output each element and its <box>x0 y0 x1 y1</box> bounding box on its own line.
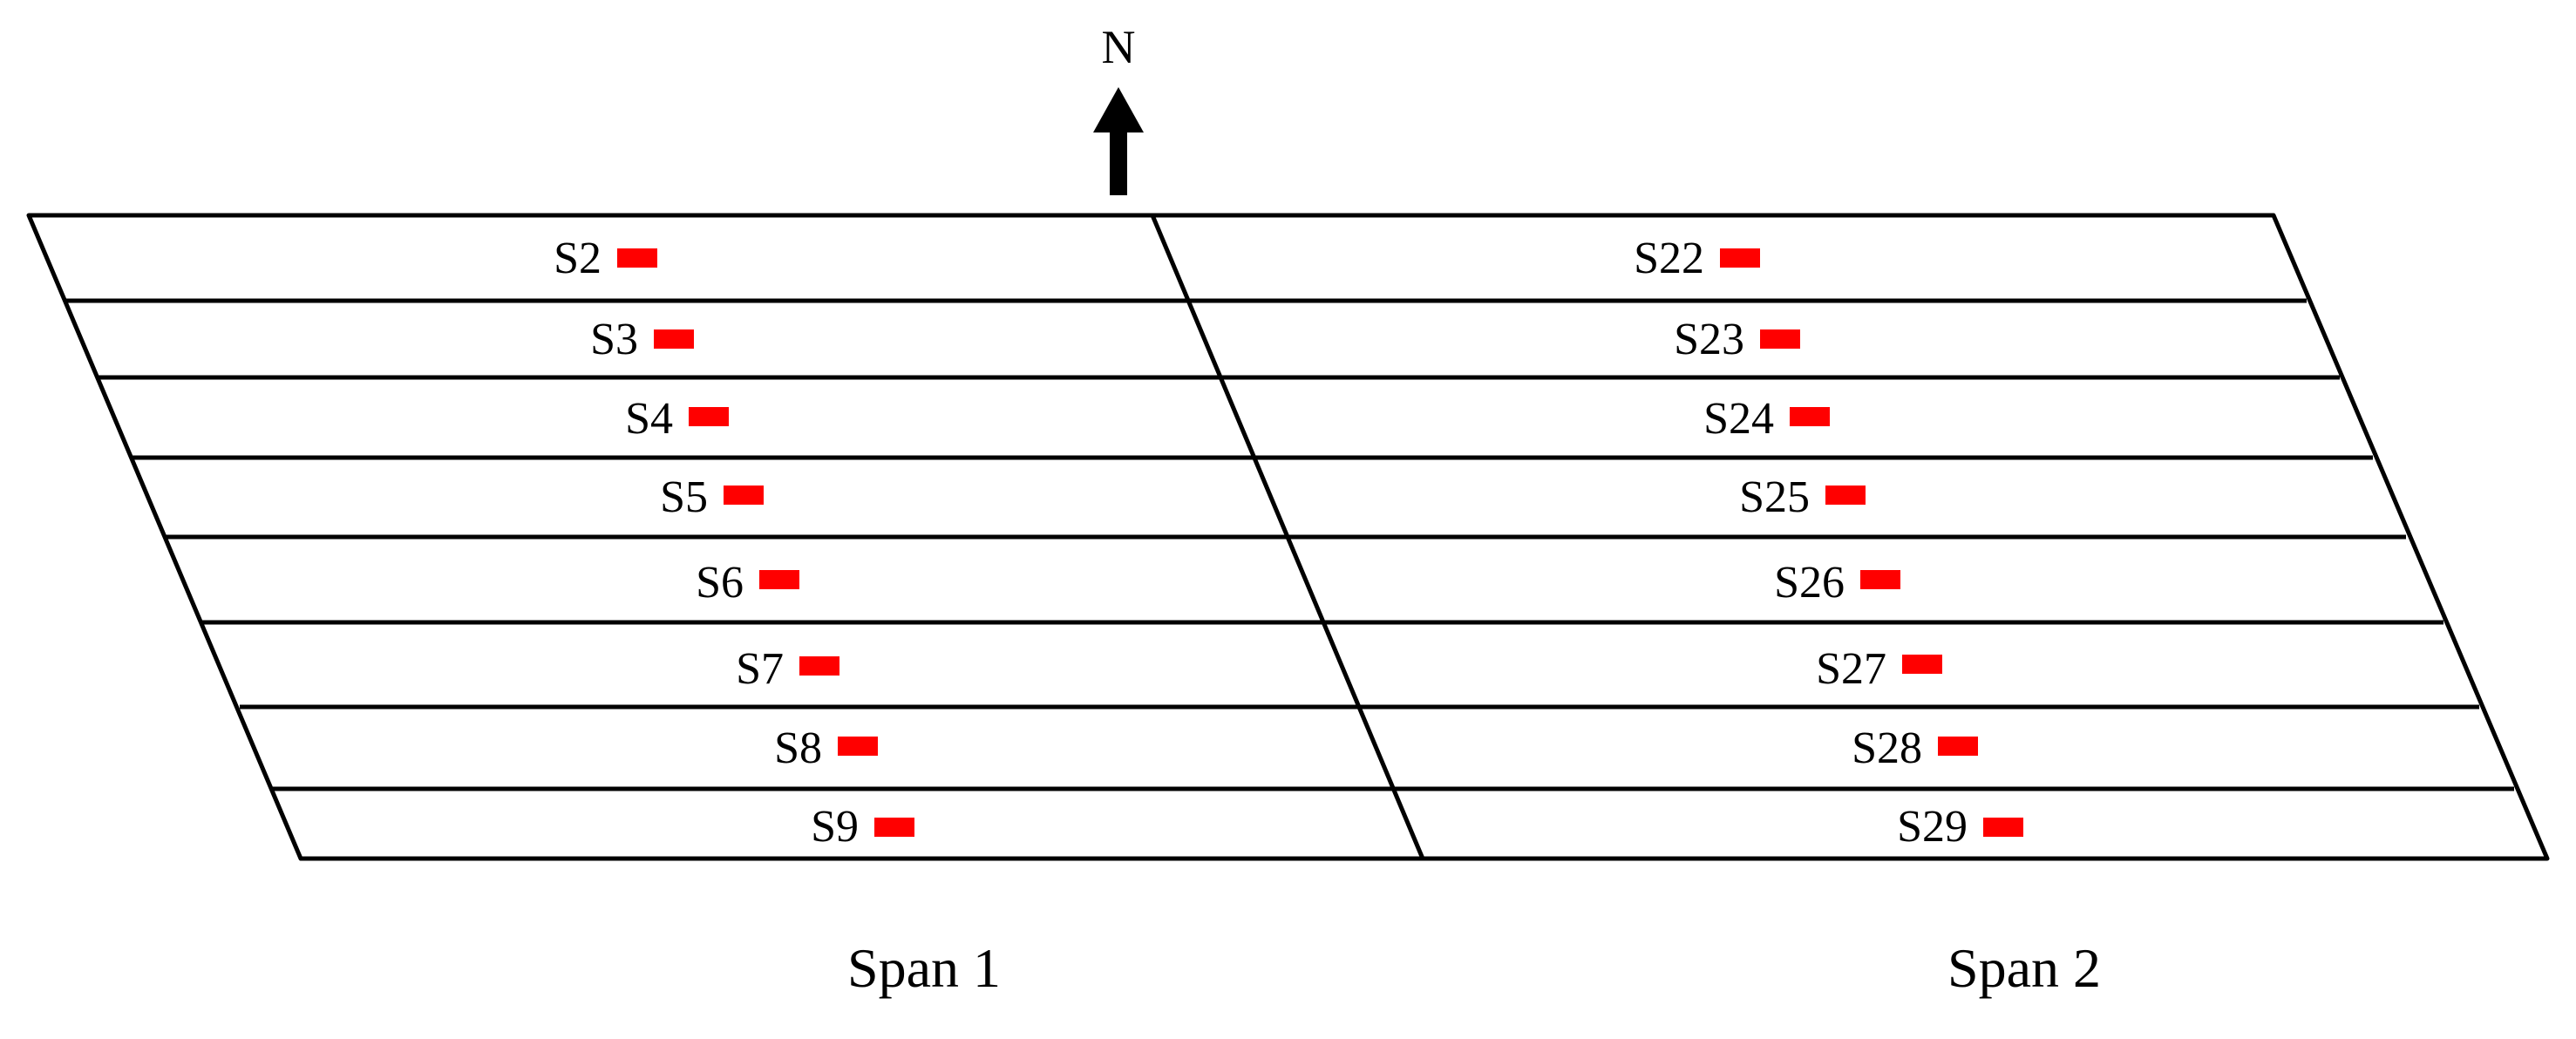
sensor-label: S2 <box>554 234 602 283</box>
sensor-label: S28 <box>1852 723 1922 773</box>
span-2-label: Span 2 <box>1947 937 2101 999</box>
deck-left-edge <box>26 213 303 861</box>
sensor-marker <box>1790 407 1830 426</box>
sensor-s3: S3 <box>590 315 694 364</box>
sensor-marker <box>1760 329 1800 349</box>
sensor-marker <box>838 737 878 756</box>
sensor-label: S22 <box>1634 234 1704 283</box>
north-arrow-shaft <box>1110 131 1127 195</box>
sensor-s4: S4 <box>625 394 729 444</box>
sensor-s28: S28 <box>1852 723 1978 773</box>
sensor-label: S25 <box>1739 472 1810 522</box>
span-divider-line <box>1150 214 1425 859</box>
sensor-marker <box>799 656 839 676</box>
sensor-s2: S2 <box>554 234 657 283</box>
sensor-s6: S6 <box>696 558 799 608</box>
sensor-label: S3 <box>590 315 638 364</box>
sensor-marker <box>874 818 914 837</box>
sensor-label: S8 <box>774 723 822 773</box>
sensor-label: S27 <box>1816 644 1886 694</box>
sensor-marker <box>1983 818 2023 837</box>
sensor-marker <box>1860 570 1900 589</box>
sensor-s7: S7 <box>736 644 839 694</box>
sensor-label: S23 <box>1674 315 1744 364</box>
sensor-marker <box>617 248 657 268</box>
sensor-s27: S27 <box>1816 644 1942 694</box>
sensor-s25: S25 <box>1739 472 1866 522</box>
sensor-s22: S22 <box>1634 234 1760 283</box>
north-arrow-head <box>1093 87 1144 132</box>
sensor-label: S7 <box>736 644 784 694</box>
sensor-label: S26 <box>1774 558 1845 608</box>
sensor-marker <box>1902 655 1942 674</box>
sensor-label: S24 <box>1703 394 1774 444</box>
sensor-marker <box>654 329 694 349</box>
sensor-marker <box>1720 248 1760 268</box>
sensor-s24: S24 <box>1703 394 1830 444</box>
sensor-label: S5 <box>660 472 708 522</box>
deck-right-edge <box>2271 213 2550 861</box>
sensor-s5: S5 <box>660 472 764 522</box>
sensor-marker <box>689 407 729 426</box>
sensor-s23: S23 <box>1674 315 1800 364</box>
sensor-marker <box>1938 737 1978 756</box>
north-arrow: N <box>1093 21 1144 195</box>
sensor-marker <box>759 570 799 589</box>
sensor-marker <box>1825 486 1866 505</box>
sensor-marker <box>724 486 764 505</box>
sensor-label: S4 <box>625 394 673 444</box>
sensor-label: S6 <box>696 558 744 608</box>
sensor-label: S9 <box>811 802 859 852</box>
sensor-s26: S26 <box>1774 558 1900 608</box>
sensor-label: S29 <box>1897 802 1968 852</box>
north-label: N <box>1102 21 1136 73</box>
sensor-s8: S8 <box>774 723 878 773</box>
span-1-label: Span 1 <box>847 937 1001 999</box>
sensor-s9: S9 <box>811 802 914 852</box>
deck-outline <box>26 213 2550 861</box>
sensor-s29: S29 <box>1897 802 2023 852</box>
